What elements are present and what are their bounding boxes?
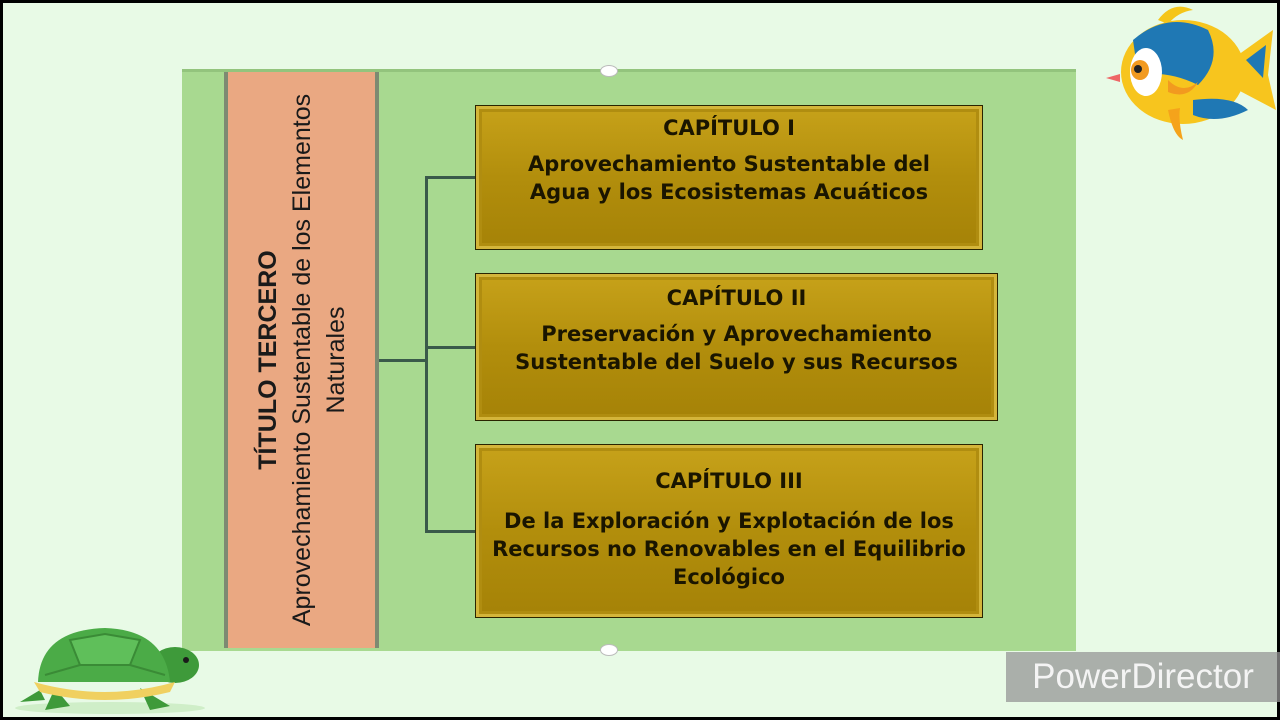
connector-root-horizontal — [379, 359, 427, 362]
bottom-resize-handle[interactable] — [600, 644, 618, 656]
connector-branch-2 — [425, 346, 476, 349]
chapter-2-body: Preservación y Aprovechamiento Sustentab… — [515, 322, 958, 374]
chapter-3-body: De la Exploración y Explotación de los R… — [492, 509, 966, 589]
title-heading: TÍTULO TERCERO — [253, 250, 282, 470]
chapter-2-heading: CAPÍTULO II — [666, 286, 807, 310]
chapter-box-2: CAPÍTULO II Preservación y Aprovechamien… — [475, 273, 998, 421]
chapter-1-body: Aprovechamiento Sustentable del Agua y l… — [528, 152, 930, 204]
connector-trunk-vertical — [425, 176, 428, 532]
powerdirector-watermark: PowerDirector — [1006, 652, 1280, 702]
connector-branch-1 — [425, 176, 476, 179]
title-tercero-box: TÍTULO TERCERO Aprovechamiento Sustentab… — [224, 72, 379, 648]
fish-illustration — [1106, 6, 1276, 140]
chapter-box-3: CAPÍTULO III De la Exploración y Explota… — [475, 444, 983, 618]
chapter-box-1: CAPÍTULO I Aprovechamiento Sustentable d… — [475, 105, 983, 250]
turtle-illustration — [15, 628, 205, 714]
connector-branch-3 — [425, 530, 476, 533]
top-resize-handle[interactable] — [600, 65, 618, 77]
title-text-rotated: TÍTULO TERCERO Aprovechamiento Sustentab… — [251, 80, 353, 640]
chapter-1-heading: CAPÍTULO I — [663, 116, 795, 140]
chapter-3-heading: CAPÍTULO III — [655, 469, 803, 493]
title-subtitle: Aprovechamiento Sustentable de los Eleme… — [287, 93, 350, 627]
